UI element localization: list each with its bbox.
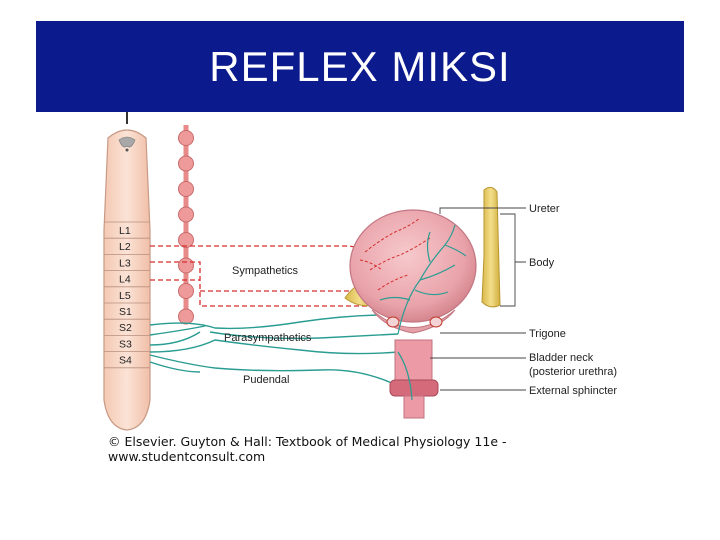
sympathetic-ganglion <box>178 257 194 274</box>
title-bar: REFLEX MIKSI <box>36 21 684 112</box>
parasympathetics-label: Parasympathetics <box>224 332 312 344</box>
posterior-urethra-label: (posterior urethra) <box>529 366 617 378</box>
sympathetics-label: Sympathetics <box>232 265 299 277</box>
spinal-level-label: S3 <box>119 338 132 350</box>
spinal-level-label: S1 <box>119 306 132 318</box>
spinal-level-label: S4 <box>119 355 132 367</box>
sympathetic-ganglion <box>178 181 194 197</box>
trigone-label: Trigone <box>529 328 566 340</box>
sympathetic-ganglion <box>178 155 194 172</box>
bladder <box>349 209 477 419</box>
sympathetic-chain <box>178 125 194 325</box>
external-sphincter-label: External sphincter <box>529 385 617 397</box>
sympathetic-ganglion <box>178 232 194 248</box>
pudendal-label: Pudendal <box>243 374 290 386</box>
sympathetic-nerve <box>150 245 370 307</box>
spinal-level-label: L1 <box>119 225 131 237</box>
copyright-credit: © Elsevier. Guyton & Hall: Textbook of M… <box>108 434 507 464</box>
sympathetic-ganglion <box>178 130 194 146</box>
spinal-level-label: S2 <box>119 322 132 334</box>
bladder-neck-label: Bladder neck <box>529 352 594 364</box>
spinal-level-label: L3 <box>119 257 131 269</box>
spinal-level-label: L2 <box>119 241 131 253</box>
ureter-label: Ureter <box>529 203 560 215</box>
sympathetic-ganglion <box>178 206 194 223</box>
pudendal-nerve <box>149 354 397 386</box>
spinal-level-label: L4 <box>119 274 131 286</box>
body-label: Body <box>529 257 555 269</box>
label-leaders <box>430 207 526 391</box>
page-title: REFLEX MIKSI <box>209 43 511 90</box>
sympathetic-ganglion <box>178 283 194 299</box>
spinal-level-label: L5 <box>119 290 131 302</box>
parasympathetic-nerve <box>149 314 399 355</box>
sympathetic-ganglion <box>178 308 194 325</box>
